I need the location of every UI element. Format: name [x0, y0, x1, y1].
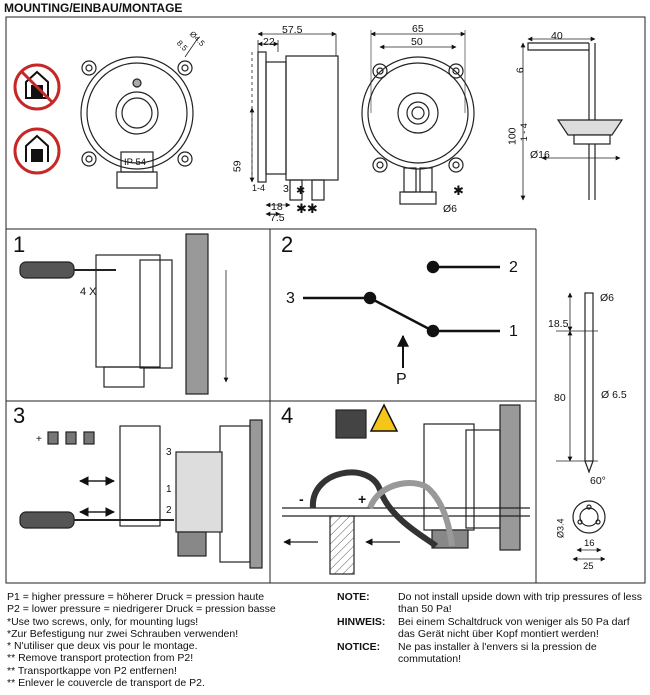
device-top-view: [80, 37, 199, 189]
dim-probe-f: 25: [583, 561, 594, 572]
pressure-label: P: [396, 371, 407, 388]
device-side-view: [249, 31, 339, 217]
step3-drawing: [19, 419, 263, 569]
legend-line: *Zur Befestigung nur zwei Schrauben verw…: [7, 627, 239, 640]
mounting-drawing: [5, 16, 646, 584]
dim-tube-w: 40: [551, 30, 563, 42]
legend-line: P1 = higher pressure = höherer Druck = p…: [7, 591, 265, 603]
note-label: NOTE:: [337, 591, 370, 603]
terminal-3: 3: [166, 447, 172, 458]
hinweis-label: HINWEIS:: [337, 616, 386, 628]
dim-d4: 1-4: [252, 183, 266, 193]
star-c: ✱: [453, 183, 464, 198]
terminal-1: 1: [166, 484, 172, 495]
legend-line: ** Transportkappe von P2 entfernen!: [7, 664, 177, 677]
dim-probe-a: 18.5: [548, 318, 569, 330]
dim-top-a: 57.5: [282, 24, 303, 36]
dim-front-a: 65: [412, 23, 424, 35]
dim-d1: 18: [271, 201, 283, 213]
notice-label: NOTICE:: [337, 641, 381, 653]
legend-line: P2 = lower pressure = niedrigerer Druck …: [7, 603, 276, 616]
dim-tube-d: Ø16: [530, 149, 550, 161]
step-number-4: 4: [281, 403, 294, 428]
legend-line: ** Enlever le couvercle de transport de …: [7, 677, 205, 690]
notice-text: Ne pas installer à l'envers si la pressi…: [398, 641, 597, 666]
legend-line: ** Remove transport protection from P2!: [7, 652, 194, 665]
dim-probe-e: 16: [584, 538, 595, 549]
step-number-2: 2: [281, 232, 294, 257]
hinweis-text: Bei einem Schaltdruck von weniger als 50…: [398, 616, 630, 641]
legend-line: *Use two screws, only, for mounting lugs…: [7, 615, 199, 628]
step4-drawing: [282, 403, 530, 575]
minus-sign: -: [299, 491, 304, 507]
plus-sign: +: [36, 434, 42, 445]
probe-drawing: [556, 292, 606, 562]
dim-d2: 7.5: [270, 212, 285, 224]
page-title: MOUNTING/EINBAU/MONTAGE: [4, 1, 183, 15]
dim-side-h: 59: [231, 160, 244, 173]
star-a: ✱✱: [296, 201, 318, 216]
dim-probe-b: 80: [554, 392, 566, 404]
plus-sign-2: +: [358, 491, 367, 507]
ip-rating: IP 54: [124, 157, 147, 168]
legend-notes: P1 = higher pressure = höherer Druck = p…: [7, 591, 276, 689]
dim-front-b: 50: [411, 36, 423, 48]
step-number-3: 3: [13, 403, 26, 428]
terminal-2: 2: [166, 505, 172, 516]
switch-terminal-3: 3: [286, 290, 295, 307]
legend-line: * N'utiliser que deux vis pour le montag…: [7, 640, 198, 653]
dim-tube-b: 1 - 4: [518, 123, 529, 142]
dim-front-c: Ø6: [443, 203, 458, 215]
dim-probe-d1: Ø6: [600, 292, 615, 304]
star-b: ✱: [296, 185, 306, 197]
dim-probe-d2: Ø 6.5: [601, 389, 627, 401]
switch-diagram: [303, 260, 500, 368]
upside-down-prohibited-icon: [13, 63, 61, 111]
dim-top-b: 22: [263, 36, 275, 48]
pressure-tube-drawing: [520, 36, 624, 201]
dim-d3: 3: [283, 183, 289, 195]
step-number-1: 1: [13, 232, 26, 257]
dim-probe-angle: 60°: [590, 475, 606, 487]
dim-tube-a: 6: [514, 67, 527, 74]
device-front-view: [361, 30, 475, 205]
note-text: Do not install upside down with trip pre…: [398, 591, 642, 616]
dim-probe-c: Ø3.4: [555, 518, 566, 539]
screw-count: 4 X: [80, 286, 97, 298]
switch-terminal-2: 2: [509, 259, 518, 276]
switch-terminal-1: 1: [509, 323, 518, 340]
house-mounting-icon: [13, 127, 61, 175]
step1-drawing: [19, 233, 229, 395]
